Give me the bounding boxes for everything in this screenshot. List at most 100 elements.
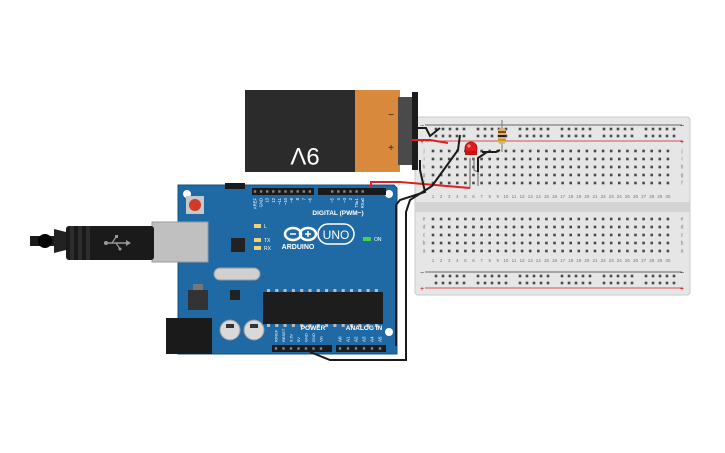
breadboard-hole[interactable]	[545, 173, 548, 177]
breadboard-hole[interactable]	[456, 165, 459, 169]
breadboard-hole[interactable]	[634, 173, 637, 177]
rail-hole[interactable]	[497, 274, 501, 278]
rail-hole[interactable]	[476, 134, 480, 138]
breadboard-hole[interactable]	[456, 249, 459, 253]
breadboard-hole[interactable]	[593, 149, 597, 153]
breadboard-hole[interactable]	[480, 241, 483, 245]
breadboard-hole[interactable]	[626, 217, 629, 221]
breadboard-hole[interactable]	[512, 181, 516, 185]
header-pin[interactable]	[274, 347, 278, 350]
breadboard-hole[interactable]	[650, 233, 653, 237]
breadboard-hole[interactable]	[447, 233, 451, 237]
rail-hole[interactable]	[574, 281, 578, 285]
breadboard-hole[interactable]	[618, 241, 621, 245]
breadboard-hole[interactable]	[585, 165, 589, 169]
rail-hole[interactable]	[476, 274, 480, 278]
breadboard-hole[interactable]	[431, 225, 435, 229]
breadboard-hole[interactable]	[537, 233, 540, 237]
rail-hole[interactable]	[434, 134, 438, 138]
breadboard-hole[interactable]	[480, 249, 483, 253]
breadboard-hole[interactable]	[666, 241, 670, 245]
breadboard-hole[interactable]	[634, 165, 637, 169]
breadboard-hole[interactable]	[520, 225, 524, 229]
breadboard-hole[interactable]	[472, 181, 475, 185]
breadboard-hole[interactable]	[618, 233, 621, 237]
rail-hole[interactable]	[672, 281, 676, 285]
breadboard-hole[interactable]	[488, 249, 491, 253]
breadboard-hole[interactable]	[520, 149, 524, 153]
breadboard-hole[interactable]	[569, 181, 572, 185]
breadboard-hole[interactable]	[666, 157, 670, 161]
breadboard-hole[interactable]	[658, 173, 662, 177]
breadboard-hole[interactable]	[545, 241, 548, 245]
header-pin[interactable]	[259, 190, 263, 193]
rail-hole[interactable]	[609, 127, 613, 131]
breadboard-hole[interactable]	[439, 233, 443, 237]
breadboard-hole[interactable]	[488, 217, 491, 221]
breadboard-hole[interactable]	[658, 157, 662, 161]
rail-hole[interactable]	[602, 274, 606, 278]
breadboard-hole[interactable]	[601, 233, 605, 237]
breadboard-hole[interactable]	[593, 233, 597, 237]
breadboard-hole[interactable]	[601, 217, 605, 221]
breadboard-hole[interactable]	[601, 241, 605, 245]
rail-hole[interactable]	[665, 134, 669, 138]
breadboard-hole[interactable]	[642, 225, 645, 229]
breadboard-hole[interactable]	[561, 241, 564, 245]
rail-hole[interactable]	[658, 274, 662, 278]
breadboard-hole[interactable]	[642, 181, 645, 185]
rail-hole[interactable]	[609, 281, 613, 285]
breadboard-hole[interactable]	[537, 241, 540, 245]
breadboard-hole[interactable]	[626, 173, 629, 177]
breadboard-hole[interactable]	[658, 241, 662, 245]
breadboard-hole[interactable]	[577, 217, 581, 221]
rail-hole[interactable]	[644, 134, 648, 138]
rail-hole[interactable]	[546, 281, 550, 285]
header-pin[interactable]	[355, 190, 358, 193]
breadboard-hole[interactable]	[480, 149, 483, 153]
breadboard-hole[interactable]	[577, 165, 581, 169]
breadboard-hole[interactable]	[593, 157, 597, 161]
breadboard-hole[interactable]	[569, 249, 572, 253]
breadboard-hole[interactable]	[439, 165, 443, 169]
breadboard-hole[interactable]	[488, 241, 491, 245]
breadboard-hole[interactable]	[561, 181, 564, 185]
breadboard-hole[interactable]	[520, 173, 524, 177]
breadboard-hole[interactable]	[561, 233, 564, 237]
breadboard-hole[interactable]	[464, 225, 467, 229]
header-pin[interactable]	[278, 190, 281, 193]
reset-button-cap[interactable]	[189, 199, 201, 211]
breadboard-hole[interactable]	[626, 181, 629, 185]
breadboard-hole[interactable]	[553, 233, 556, 237]
breadboard-hole[interactable]	[553, 225, 556, 229]
breadboard-hole[interactable]	[480, 217, 483, 221]
breadboard-hole[interactable]	[626, 165, 629, 169]
rail-hole[interactable]	[434, 281, 438, 285]
breadboard-hole[interactable]	[626, 149, 629, 153]
rail-hole[interactable]	[651, 127, 655, 131]
breadboard-hole[interactable]	[480, 173, 483, 177]
wire-led-return[interactable]	[477, 151, 488, 172]
breadboard-hole[interactable]	[504, 241, 508, 245]
breadboard-hole[interactable]	[577, 241, 581, 245]
breadboard-hole[interactable]	[658, 165, 662, 169]
rail-hole[interactable]	[658, 134, 662, 138]
breadboard-hole[interactable]	[439, 241, 443, 245]
breadboard-hole[interactable]	[618, 149, 621, 153]
header-pin[interactable]	[272, 190, 275, 193]
breadboard-hole[interactable]	[528, 181, 532, 185]
breadboard-hole[interactable]	[626, 225, 629, 229]
breadboard-hole[interactable]	[650, 241, 653, 245]
rail-hole[interactable]	[448, 134, 452, 138]
rail-hole[interactable]	[434, 274, 438, 278]
rail-hole[interactable]	[525, 274, 529, 278]
breadboard-hole[interactable]	[504, 165, 508, 169]
breadboard-hole[interactable]	[488, 165, 491, 169]
breadboard-hole[interactable]	[488, 157, 491, 161]
rail-hole[interactable]	[658, 127, 662, 131]
header-pin[interactable]	[370, 347, 374, 350]
breadboard-hole[interactable]	[585, 173, 589, 177]
breadboard-hole[interactable]	[496, 217, 500, 221]
rail-hole[interactable]	[448, 127, 452, 131]
